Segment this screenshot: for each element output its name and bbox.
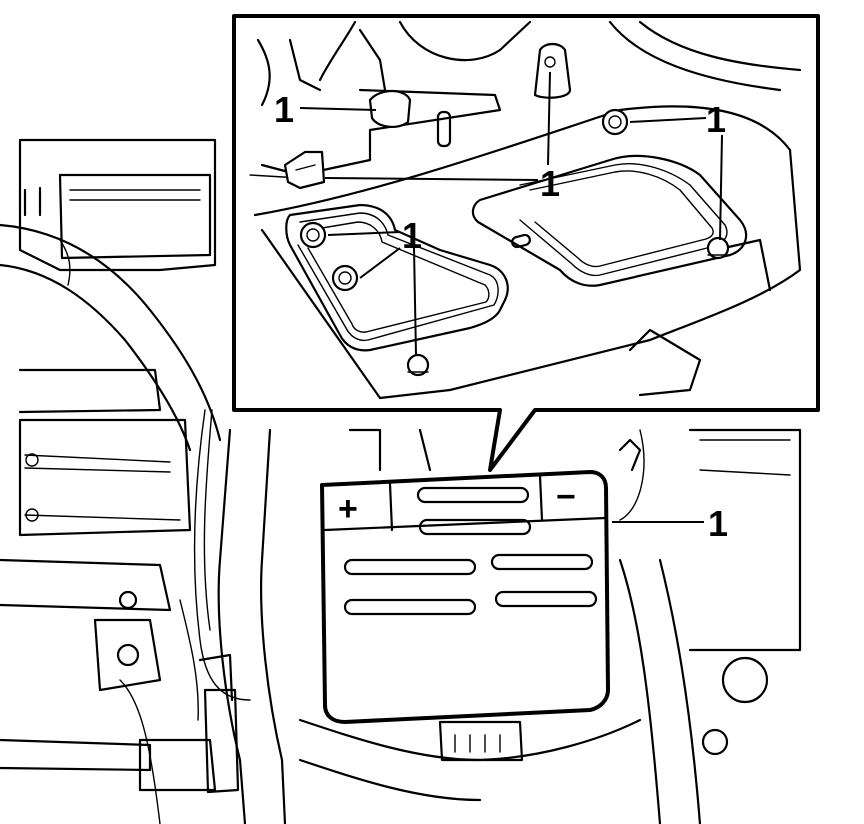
negative-terminal-symbol: − xyxy=(556,478,576,516)
bolt-bottom xyxy=(406,353,430,377)
battery: + − xyxy=(320,470,610,724)
bolt-right-lower xyxy=(706,236,730,260)
callout-main: 1 xyxy=(612,503,728,544)
detail-inset: 1 1 1 1 xyxy=(232,14,820,472)
engine-bay-background xyxy=(0,138,802,824)
callout-label-left: 1 xyxy=(402,215,422,256)
bolt-left-lower xyxy=(331,264,359,292)
callout-label-center: 1 xyxy=(540,163,560,204)
callout-label-battery: 1 xyxy=(708,503,728,544)
bolt-left-upper xyxy=(299,221,327,249)
positive-terminal-symbol: + xyxy=(338,490,358,528)
bolt-right-upper xyxy=(601,108,629,136)
clip-left-top xyxy=(368,89,412,128)
clamp-top xyxy=(533,42,572,99)
clip-left xyxy=(283,150,326,190)
inset-callout-leaders xyxy=(299,71,723,356)
callout-label-right: 1 xyxy=(706,99,726,140)
callout-label-clip: 1 xyxy=(274,89,294,130)
